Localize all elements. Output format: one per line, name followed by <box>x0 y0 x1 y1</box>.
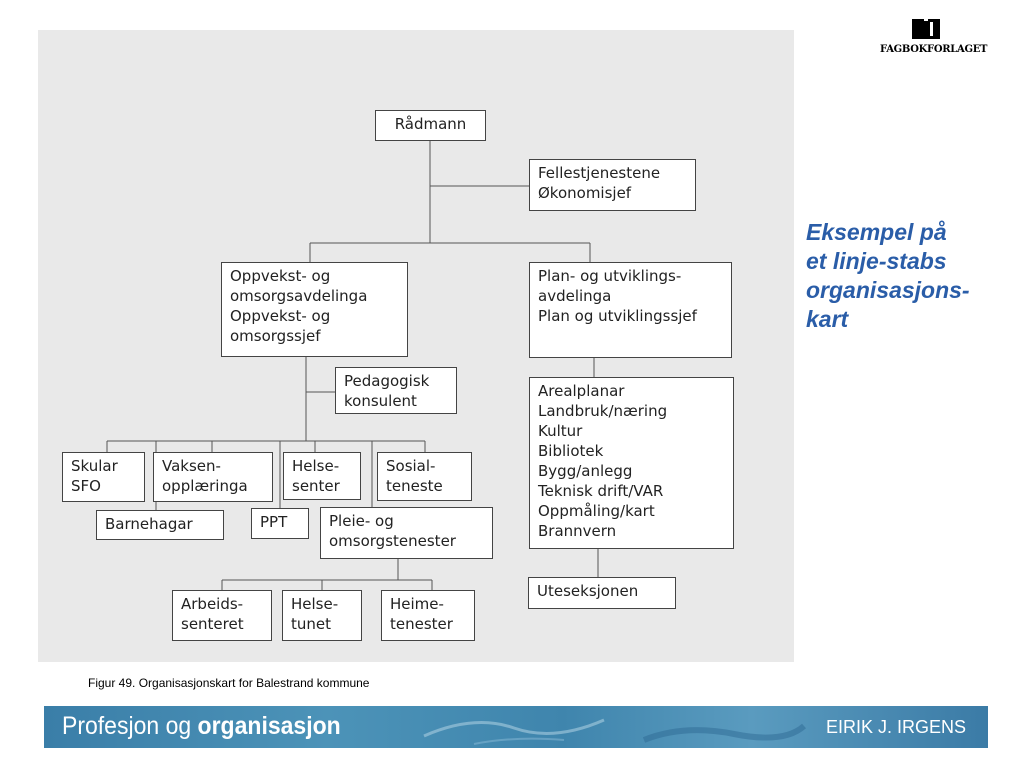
side-title-line: organisasjons- <box>806 277 970 303</box>
org-box-line: Teknisk drift/VAR <box>538 482 664 500</box>
org-box-pleie: Pleie- og omsorgstenester <box>320 507 493 559</box>
org-box-line: avdelinga <box>538 287 612 305</box>
org-box-skular: Skular SFO <box>62 452 145 502</box>
org-box-line: Rådmann <box>394 115 467 133</box>
org-box-line: Sosial- <box>386 457 436 475</box>
figure-caption: Figur 49. Organisasjonskart for Balestra… <box>88 676 370 690</box>
org-box-fellestjenestene: Fellestjenestene Økonomisjef <box>529 159 696 211</box>
org-box-line: Vaksen- <box>162 457 221 475</box>
org-box-line: Barnehagar <box>105 515 193 533</box>
org-box-line: Helse- <box>292 457 340 475</box>
org-box-line: Økonomisjef <box>538 184 632 202</box>
org-box-line: omsorgsavdelinga <box>230 287 368 305</box>
org-box-line: Pedagogisk <box>344 372 430 390</box>
org-box-line: Kultur <box>538 422 583 440</box>
org-box-uteseksjonen: Uteseksjonen <box>528 577 676 609</box>
org-box-arbeidssenteret: Arbeids- senteret <box>172 590 272 641</box>
org-box-sosialteneste: Sosial- teneste <box>377 452 472 501</box>
org-box-helsesenter: Helse- senter <box>283 452 361 500</box>
org-box-line: Bibliotek <box>538 442 604 460</box>
org-box-line: Skular <box>71 457 118 475</box>
org-box-line: PPT <box>260 513 288 531</box>
side-title-line: kart <box>806 306 849 332</box>
org-box-line: senteret <box>181 615 244 633</box>
org-box-line: teneste <box>386 477 443 495</box>
org-box-line: Helse- <box>291 595 339 613</box>
org-box-line: Uteseksjonen <box>537 582 639 600</box>
banner-title-word: Profesjon <box>62 712 160 740</box>
org-box-line: Oppvekst- og <box>230 267 331 285</box>
org-box-line: tunet <box>291 615 332 633</box>
org-box-line: opplæringa <box>162 477 248 495</box>
org-box-line: Oppvekst- og <box>230 307 331 325</box>
org-box-line: Plan og utviklingssjef <box>538 307 697 325</box>
org-box-heimetenester: Heime- tenester <box>381 590 475 641</box>
org-box-pedagogisk: Pedagogisk konsulent <box>335 367 457 414</box>
org-box-line: konsulent <box>344 392 417 410</box>
org-box-vaksenopplaeringa: Vaksen- opplæringa <box>153 452 273 502</box>
logo-text: FAGBOKFORLAGET <box>880 44 988 55</box>
org-box-plan-units: Arealplanar Landbruk/næring Kultur Bibli… <box>529 377 734 549</box>
org-box-ppt: PPT <box>251 508 309 539</box>
org-box-line: Arbeids- <box>181 595 244 613</box>
org-box-line: omsorgssjef <box>230 327 321 345</box>
banner-title: Profesjon og organisasjon <box>62 712 341 741</box>
org-box-helsetunet: Helse- tunet <box>282 590 362 641</box>
org-box-line: Arealplanar <box>538 382 625 400</box>
org-box-radmann: Rådmann <box>375 110 486 141</box>
side-title: Eksempel på et linje-stabs organisasjons… <box>806 218 1016 334</box>
side-title-line: et linje-stabs <box>806 248 947 274</box>
org-box-line: Brannvern <box>538 522 617 540</box>
side-title-line: Eksempel på <box>806 219 947 245</box>
org-box-line: Pleie- og <box>329 512 394 530</box>
banner-title-word: og <box>165 712 192 740</box>
org-box-line: senter <box>292 477 340 495</box>
org-box-line: Heime- <box>390 595 444 613</box>
org-box-oppvekst: Oppvekst- og omsorgsavdelinga Oppvekst- … <box>221 262 408 357</box>
org-box-line: tenester <box>390 615 453 633</box>
banner-title-bold: organisasjon <box>197 712 341 740</box>
org-box-barnehagar: Barnehagar <box>96 510 224 540</box>
org-box-line: Plan- og utviklings- <box>538 267 682 285</box>
org-box-line: Fellestjenestene <box>538 164 661 182</box>
book-icon <box>911 18 941 40</box>
org-box-line: Bygg/anlegg <box>538 462 633 480</box>
org-box-line: omsorgstenester <box>329 532 456 550</box>
publisher-logo: FAGBOKFORLAGET <box>880 18 988 64</box>
org-box-line: SFO <box>71 477 101 495</box>
org-box-line: Oppmåling/kart <box>538 502 655 520</box>
org-box-line: Landbruk/næring <box>538 402 668 420</box>
banner-decoration <box>423 718 807 745</box>
org-box-plan: Plan- og utviklings- avdelinga Plan og u… <box>529 262 732 358</box>
footer-banner: Profesjon og organisasjon EIRIK J. IRGEN… <box>44 706 988 748</box>
banner-author: EIRIK J. IRGENS <box>825 717 966 737</box>
